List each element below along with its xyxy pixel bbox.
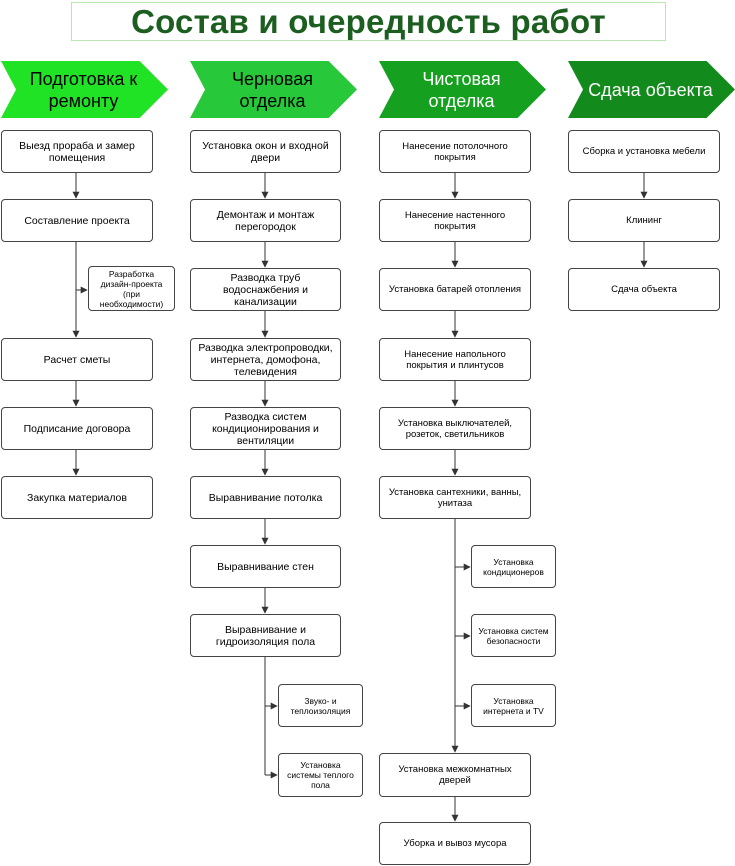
step-label: Выезд прораба и замер помещения — [19, 139, 135, 164]
step-node: Нанесение потолочного покрытия — [379, 130, 531, 173]
step-node: Выравнивание и гидроизоляция пола — [190, 614, 341, 657]
step-label: Установка систем безопасности — [478, 625, 549, 646]
step-node: Нанесение настенного покрытия — [379, 199, 531, 242]
step-node: Демонтаж и монтаж перегородок — [190, 199, 341, 242]
step-node: Уборка и вывоз мусора — [379, 822, 531, 865]
step-label: Установка кондиционеров — [483, 556, 544, 577]
step-label: Нанесение напольного покрытия и плинтусо… — [404, 348, 506, 371]
step-node: Клининг — [568, 199, 720, 242]
step-node: Разводка электропроводки, интернета, дом… — [190, 338, 341, 381]
step-node: Выравнивание стен — [190, 545, 341, 588]
step-node: Сборка и установка мебели — [568, 130, 720, 173]
step-label: Разработка дизайн-проекта (при необходим… — [99, 268, 164, 309]
step-node: Закупка материалов — [1, 476, 153, 519]
stage-chevron-fine-finish: Чистовая отделка — [379, 61, 546, 118]
step-label: Разводка систем кондиционирования и вент… — [212, 410, 319, 447]
step-label: Установка батарей отопления — [388, 284, 522, 295]
step-node: Установка межкомнатных дверей — [379, 753, 531, 797]
step-node: Установка батарей отопления — [379, 268, 531, 311]
step-node: Выравнивание потолка — [190, 476, 341, 519]
step-label: Звуко- и теплоизоляция — [290, 695, 351, 716]
stage-label: Черновая отделка — [231, 68, 314, 111]
stage-chevron-handover: Сдача объекта — [568, 61, 735, 118]
step-label: Сборка и установка мебели — [582, 146, 706, 157]
step-label: Выравнивание потолка — [208, 491, 323, 504]
step-node-sub: Звуко- и теплоизоляция — [278, 684, 363, 727]
step-node: Составление проекта — [1, 199, 153, 242]
title-box: Состав и очередность работ — [71, 2, 666, 41]
step-node: Разводка труб водоснажбения и канализаци… — [190, 268, 341, 311]
stage-chevron-preparation: Подготовка к ремонту — [1, 61, 168, 118]
step-node: Нанесение напольного покрытия и плинтусо… — [379, 338, 531, 381]
step-label: Демонтаж и монтаж перегородок — [216, 208, 315, 233]
step-label: Выравнивание и гидроизоляция пола — [215, 623, 316, 648]
step-label: Клининг — [626, 215, 662, 226]
stage-chevron-rough-finish: Черновая отделка — [190, 61, 357, 118]
step-node-sub: Установка системы теплого пола — [278, 753, 363, 797]
step-node: Установка сантехники, ванны, унитаза — [379, 476, 531, 519]
stage-label: Подготовка к ремонту — [29, 68, 138, 111]
step-label: Подписание договора — [23, 422, 131, 435]
page-title: Состав и очередность работ — [131, 2, 606, 40]
step-node: Установка окон и входной двери — [190, 130, 341, 173]
step-label: Установка окон и входной двери — [202, 139, 329, 164]
step-label: Сдача объекта — [611, 284, 677, 295]
step-node: Подписание договора — [1, 407, 153, 450]
stage-label: Сдача объекта — [588, 79, 713, 100]
step-node-sub: Установка интернета и TV — [471, 684, 556, 727]
step-node-optional: Разработка дизайн-проекта (при необходим… — [88, 266, 175, 311]
step-label: Нанесение потолочного покрытия — [402, 140, 508, 163]
step-label: Выравнивание стен — [217, 560, 314, 573]
step-label: Установка сантехники, ванны, унитаза — [388, 486, 522, 509]
step-label: Установка системы теплого пола — [287, 760, 354, 790]
step-node: Разводка систем кондиционирования и вент… — [190, 407, 341, 450]
step-label: Уборка и вывоз мусора — [403, 838, 507, 849]
step-label: Установка интернета и TV — [483, 695, 544, 716]
stage-label: Чистовая отделка — [422, 68, 501, 111]
step-label: Составление проекта — [24, 214, 130, 227]
step-label: Разводка труб водоснажбения и канализаци… — [223, 271, 308, 308]
step-label: Расчет сметы — [43, 353, 111, 366]
step-node: Выезд прораба и замер помещения — [1, 130, 153, 173]
step-label: Установка выключателей, розеток, светиль… — [397, 417, 513, 440]
step-node: Установка выключателей, розеток, светиль… — [379, 407, 531, 450]
step-node: Сдача объекта — [568, 268, 720, 311]
step-label: Закупка материалов — [27, 491, 127, 504]
step-label: Установка межкомнатных дверей — [398, 764, 512, 786]
step-node: Расчет сметы — [1, 338, 153, 381]
step-node-sub: Установка систем безопасности — [471, 614, 556, 657]
step-label: Разводка электропроводки, интернета, дом… — [198, 341, 333, 378]
step-label: Нанесение настенного покрытия — [404, 209, 506, 232]
step-node-sub: Установка кондиционеров — [471, 545, 556, 588]
